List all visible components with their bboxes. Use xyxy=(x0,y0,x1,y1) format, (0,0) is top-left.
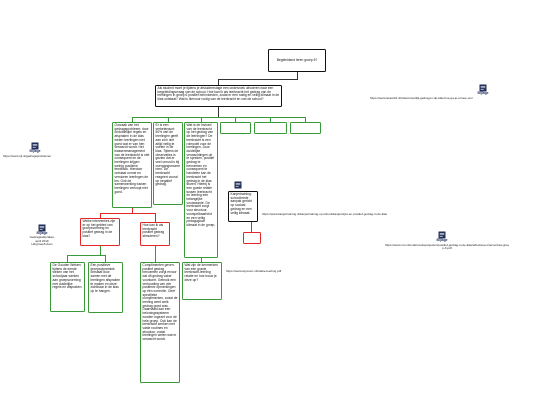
branch-node-empty-3[interactable] xyxy=(290,122,321,134)
connector-line xyxy=(105,255,106,262)
subquestion-node-positive-behaviour[interactable]: Hoe kan ik als leerkracht positief gedra… xyxy=(140,222,170,246)
branch-node-teacher-influence[interactable]: Wat is de invloed van de leerkracht op h… xyxy=(184,122,218,258)
connector-line xyxy=(270,117,271,122)
connector-line xyxy=(155,246,156,262)
root-node-text: Begeleidend leren groep 6? xyxy=(276,57,318,62)
branch-node-text: Oorzaak van het gedragsprobleem: door on… xyxy=(114,123,150,194)
subquestion-node-empty[interactable] xyxy=(243,232,261,244)
connector-line xyxy=(132,117,306,118)
attachment-file-line: Lkbgroep6.docx xyxy=(31,242,53,246)
leaf-attachment-link[interactable]: https://www.wij-leren.nl/relatie-leerlin… xyxy=(226,269,282,273)
branch-node-empty-2[interactable] xyxy=(254,122,287,134)
document-icon[interactable] xyxy=(233,181,243,189)
attachment-file-line: april 2019 xyxy=(35,238,49,243)
note-node-text: Kanjertraining: schoolbrede aanpak geric… xyxy=(230,192,253,215)
connector-line xyxy=(251,222,252,232)
subquestion-node-text: Hoe kan ik als leerkracht positief gedra… xyxy=(142,223,165,239)
document-icon[interactable] xyxy=(478,84,488,92)
attachment-file-line: Gedragsafspraken xyxy=(29,235,55,239)
subquestion-node-text: Welke interventies zijn er op het gebied… xyxy=(82,219,116,238)
connector-line xyxy=(132,117,133,122)
leaf-node-compliments[interactable]: Complimenten geven: positief gedrag beno… xyxy=(140,262,180,383)
branch-node-empty-1[interactable] xyxy=(220,122,251,134)
branch-node-text: Er is een verbeterpunt: 50% van de leerl… xyxy=(155,123,181,187)
connector-line xyxy=(218,79,219,85)
connector-line xyxy=(297,72,298,79)
note-node[interactable]: Kanjertraining: schoolbrede aanpak geric… xyxy=(228,191,258,222)
connector-line xyxy=(218,107,219,117)
attachment-file-info[interactable]: Gedragsafspraken april 2019 Lkbgroep6.do… xyxy=(22,235,62,247)
attachment-label: Bijlage xyxy=(436,238,448,242)
attachment-link[interactable]: https://www.nji.nl/gedragsproblemen xyxy=(3,153,52,158)
connector-line xyxy=(100,213,101,218)
leaf-node-text: Complimenten geven: positief gedrag beno… xyxy=(142,263,178,342)
connector-line xyxy=(201,258,202,262)
attachment-link[interactable]: https://www.leraar24.nl/video/moeilijk-g… xyxy=(370,95,473,100)
connector-line xyxy=(132,208,133,213)
connector-line xyxy=(155,213,156,222)
question-node-text: Als student moet je tijdens je afstudeer… xyxy=(157,86,280,102)
connector-line xyxy=(100,213,156,214)
attachment-link[interactable]: https://www.nro.nl/onderzoeksprojecten/p… xyxy=(385,242,510,250)
root-node[interactable]: Begeleidend leren groep 6? xyxy=(268,49,326,72)
attachment-label: Bijlage xyxy=(36,231,48,235)
branch-node-cause[interactable]: Oorzaak van het gedragsprobleem: door on… xyxy=(112,122,152,208)
subquestion-node-interventions[interactable]: Welke interventies zijn er op het gebied… xyxy=(80,218,120,246)
connector-line xyxy=(67,255,106,256)
document-icon[interactable] xyxy=(37,224,47,232)
leaf-node-gouden-weken[interactable]: De Gouden Weken: tijdens de eerste weken… xyxy=(50,262,85,312)
connector-line xyxy=(100,246,101,255)
connector-line xyxy=(235,117,236,122)
branch-node-improvement[interactable]: Er is een verbeterpunt: 50% van de leerl… xyxy=(153,122,183,205)
connector-line xyxy=(305,117,306,122)
connector-line xyxy=(168,117,169,122)
document-icon[interactable] xyxy=(30,142,40,150)
connector-line xyxy=(67,255,68,262)
connector-line xyxy=(201,117,202,122)
attachment-label: Bijlage xyxy=(29,149,41,153)
note-attachment-link[interactable]: https://www.kanjertraining.nl/kanjertrai… xyxy=(262,212,388,216)
leaf-node-text: Een positieve groepsdynamiek ontstaat do… xyxy=(90,263,121,293)
connector-line xyxy=(218,79,298,80)
question-node[interactable]: Als student moet je tijdens je afstudeer… xyxy=(155,85,282,107)
leaf-node-text: Wat zijn de kenmerken van een goede leer… xyxy=(184,263,218,282)
leaf-node-relationship[interactable]: Wat zijn de kenmerken van een goede leer… xyxy=(182,262,222,300)
attachment-label: Bijlage xyxy=(477,91,489,95)
leaf-node-text: De Gouden Weken: tijdens de eerste weken… xyxy=(52,263,83,290)
document-icon[interactable] xyxy=(437,231,447,239)
branch-node-text: Wat is de invloed van de leerkracht op h… xyxy=(186,123,216,227)
leaf-node-group-dynamics[interactable]: Een positieve groepsdynamiek ontstaat do… xyxy=(88,262,123,313)
